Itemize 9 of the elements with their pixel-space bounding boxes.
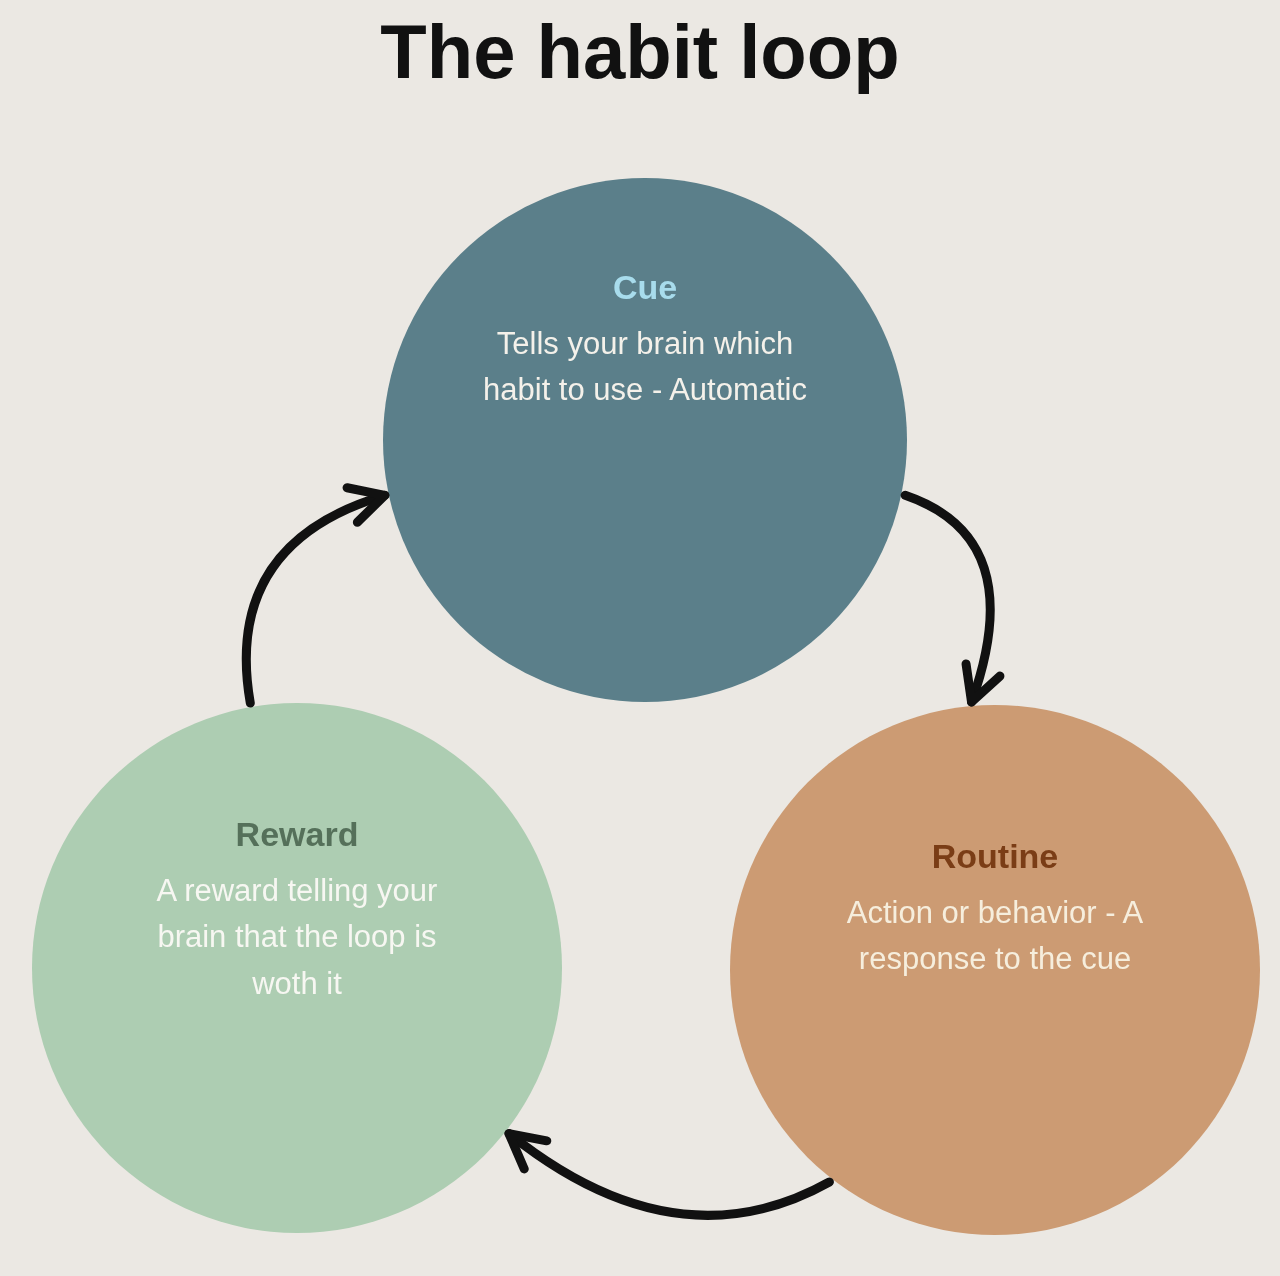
node-heading: Routine — [931, 836, 1059, 877]
node-heading: Reward — [235, 814, 359, 855]
curved-arrow — [241, 484, 390, 708]
node-heading: Cue — [612, 267, 678, 308]
node-description: Action or behavior - A response to the cue — [845, 893, 1145, 978]
curved-arrow — [504, 1129, 834, 1220]
curved-arrow — [900, 490, 1004, 707]
node-description: A reward telling your brain that the loop is woth it — [155, 871, 439, 1003]
node-description: Tells your brain which habit to use - Automatic — [482, 324, 808, 409]
